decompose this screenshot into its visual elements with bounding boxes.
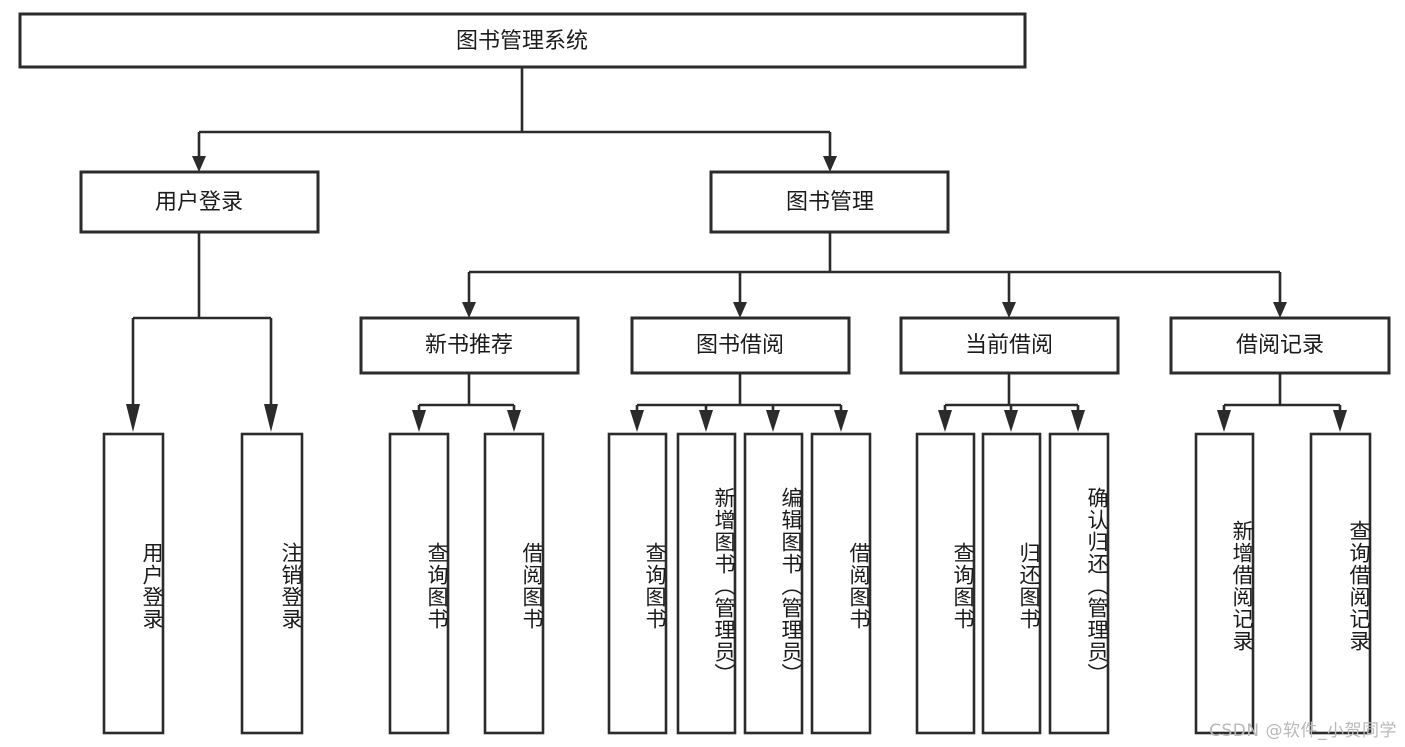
arrowhead-leaf-return-book <box>1004 410 1018 432</box>
arrowhead-user-login <box>192 156 206 172</box>
node-new-book-recommend-label: 新书推荐 <box>425 333 513 358</box>
leaf-query-record-box[interactable] <box>1309 432 1372 735</box>
node-book-manage-box[interactable] <box>709 170 950 234</box>
leaf-edit-book-box[interactable] <box>743 432 804 735</box>
arrowhead-leaf-add-record <box>1217 410 1231 432</box>
csdn-watermark: CSDN @软件_小贺同学 <box>1209 721 1397 741</box>
arrowhead-borrow-record <box>1273 302 1287 318</box>
leaf-borrow-book-2-box[interactable] <box>810 432 872 735</box>
connector-group-borrow-record-to-leaves <box>1217 373 1347 432</box>
arrowhead-leaf-query-book-3 <box>938 410 952 432</box>
arrowhead-leaf-query-book-2 <box>630 410 644 432</box>
leaf-confirm-return-box[interactable] <box>1048 432 1110 735</box>
node-new-book-recommend-box[interactable] <box>359 316 580 375</box>
node-current-borrow-label: 当前借阅 <box>965 333 1053 358</box>
connector-group-book-borrow-to-leaves <box>630 373 848 432</box>
arrowhead-leaf-query-book-1 <box>412 410 426 432</box>
node-book-manage-label: 图书管理 <box>786 190 874 215</box>
arrowhead-leaf-confirm-return <box>1071 410 1085 432</box>
node-borrow-record-box[interactable] <box>1169 316 1391 375</box>
leaf-user-login-box[interactable] <box>102 432 165 735</box>
connector-group-current-borrow-to-leaves <box>938 373 1085 432</box>
arrowhead-leaf-logout <box>264 404 278 432</box>
leaf-add-book-box[interactable] <box>676 432 737 735</box>
leaf-add-record-box[interactable] <box>1194 432 1255 735</box>
arrowhead-leaf-edit-book <box>766 410 780 432</box>
node-book-manage[interactable]: 图书管理 <box>709 170 950 234</box>
leaf-boxes-group <box>102 432 1372 735</box>
arrowhead-leaf-borrow-book-1 <box>507 410 521 432</box>
node-borrow-record[interactable]: 借阅记录 <box>1169 316 1391 375</box>
node-user-login[interactable]: 用户登录 <box>79 170 320 234</box>
arrowhead-leaf-borrow-book-2 <box>834 410 848 432</box>
node-current-borrow-box[interactable] <box>899 316 1120 375</box>
node-root-box[interactable] <box>18 12 1027 69</box>
node-new-book-recommend[interactable]: 新书推荐 <box>359 316 580 375</box>
node-book-borrow-box[interactable] <box>630 316 851 375</box>
leaf-query-book-1-box[interactable] <box>388 432 450 735</box>
node-root-label: 图书管理系统 <box>456 29 588 54</box>
arrowhead-leaf-query-record <box>1333 410 1347 432</box>
arrowhead-leaf-user-login <box>126 404 140 432</box>
leaf-return-book-box[interactable] <box>981 432 1042 735</box>
connector-group-book-manage-to-level3 <box>462 232 1287 318</box>
node-current-borrow[interactable]: 当前借阅 <box>899 316 1120 375</box>
leaf-logout-box[interactable] <box>240 432 304 735</box>
leaf-query-book-3-box[interactable] <box>915 432 976 735</box>
node-book-borrow-label: 图书借阅 <box>696 333 784 358</box>
arrowhead-book-borrow <box>733 302 747 318</box>
arrowhead-current-borrow <box>1002 302 1016 318</box>
node-root[interactable]: 图书管理系统 <box>18 12 1027 69</box>
node-book-borrow[interactable]: 图书借阅 <box>630 316 851 375</box>
arrowhead-new-book-recommend <box>462 302 476 318</box>
arrowhead-book-manage <box>823 156 837 172</box>
leaf-query-book-2-box[interactable] <box>607 432 668 735</box>
node-user-login-label: 用户登录 <box>155 190 243 215</box>
connector-group-new-book-recommend-to-leaves <box>412 373 521 432</box>
arrowhead-leaf-add-book <box>699 410 713 432</box>
leaf-borrow-book-1-box[interactable] <box>483 432 545 735</box>
connector-group-user-login-to-leaves <box>126 232 278 432</box>
node-borrow-record-label: 借阅记录 <box>1236 333 1324 358</box>
connector-group-root-to-level2 <box>192 67 837 172</box>
node-user-login-box[interactable] <box>79 170 320 234</box>
